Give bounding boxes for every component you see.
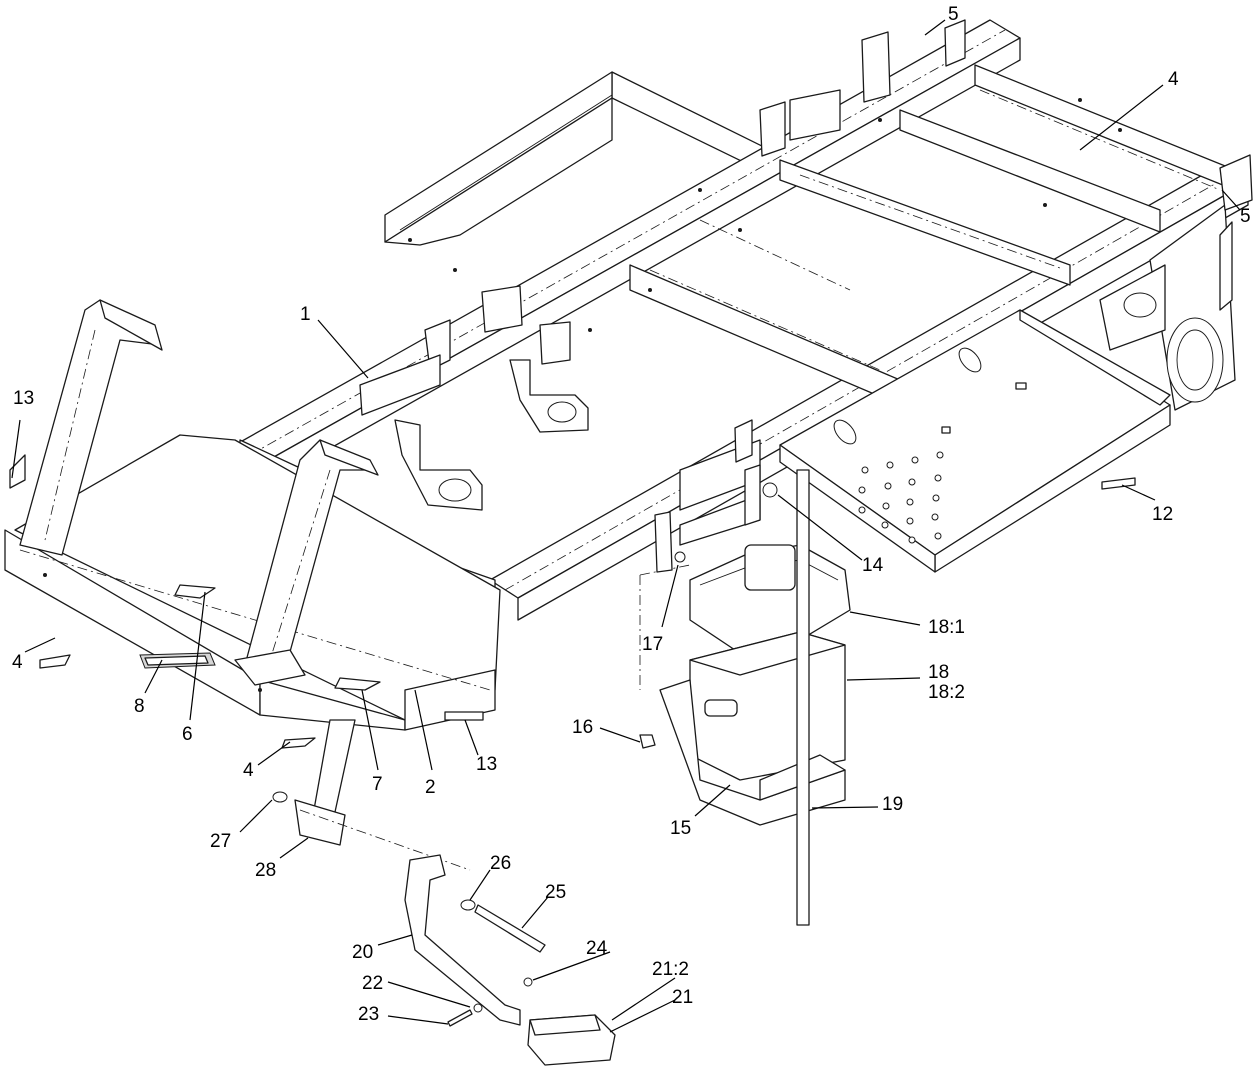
callout-22: 22 [362, 973, 383, 994]
callout-19: 19 [882, 794, 903, 815]
callout-27: 27 [210, 831, 231, 852]
callout-6: 6 [182, 724, 193, 745]
decal-6 [174, 584, 216, 599]
pedal-assembly [272, 719, 616, 1066]
callout-4-left: 4 [12, 652, 23, 673]
callout-23: 23 [358, 1004, 379, 1025]
decal-7 [334, 677, 381, 691]
callout-5-right: 5 [1240, 206, 1251, 227]
decal-4-mid [281, 737, 316, 749]
callout-24: 24 [586, 938, 608, 959]
decal-4-left [39, 654, 71, 669]
callout-18-2: 18:2 [928, 682, 965, 703]
callout-15: 15 [670, 818, 691, 839]
callout-labels: 1 2 4 4 4 5 5 6 7 8 12 13 13 14 15 16 17… [12, 4, 1251, 1025]
callout-4-mid: 4 [243, 760, 254, 781]
battery-assembly [639, 469, 851, 926]
callout-28: 28 [255, 860, 276, 881]
callout-26: 26 [490, 853, 511, 874]
callout-13-left: 13 [13, 388, 34, 409]
callout-18-1: 18:1 [928, 617, 965, 638]
callout-1: 1 [300, 304, 311, 325]
callout-8: 8 [134, 696, 145, 717]
foot-plate-holes [858, 451, 944, 544]
callout-21-2: 21:2 [652, 959, 689, 980]
callout-5-top: 5 [948, 4, 959, 25]
callout-14: 14 [862, 555, 884, 576]
callout-4-top: 4 [1168, 69, 1179, 90]
callout-18: 18 [928, 662, 949, 683]
callout-13-front: 13 [476, 754, 497, 775]
control-towers [19, 299, 379, 686]
callout-12: 12 [1152, 504, 1173, 525]
callout-21: 21 [672, 987, 693, 1008]
foot-plate [779, 309, 1171, 573]
callout-17: 17 [642, 634, 663, 655]
callout-20: 20 [352, 942, 373, 963]
callout-16: 16 [572, 717, 593, 738]
callout-25: 25 [545, 882, 566, 903]
callout-2: 2 [425, 777, 436, 798]
leader-lines [11, 19, 1241, 1033]
decal-12 [1101, 477, 1136, 490]
decal-13-front [444, 711, 484, 721]
decal-13-left [9, 454, 26, 489]
callout-7: 7 [372, 774, 383, 795]
